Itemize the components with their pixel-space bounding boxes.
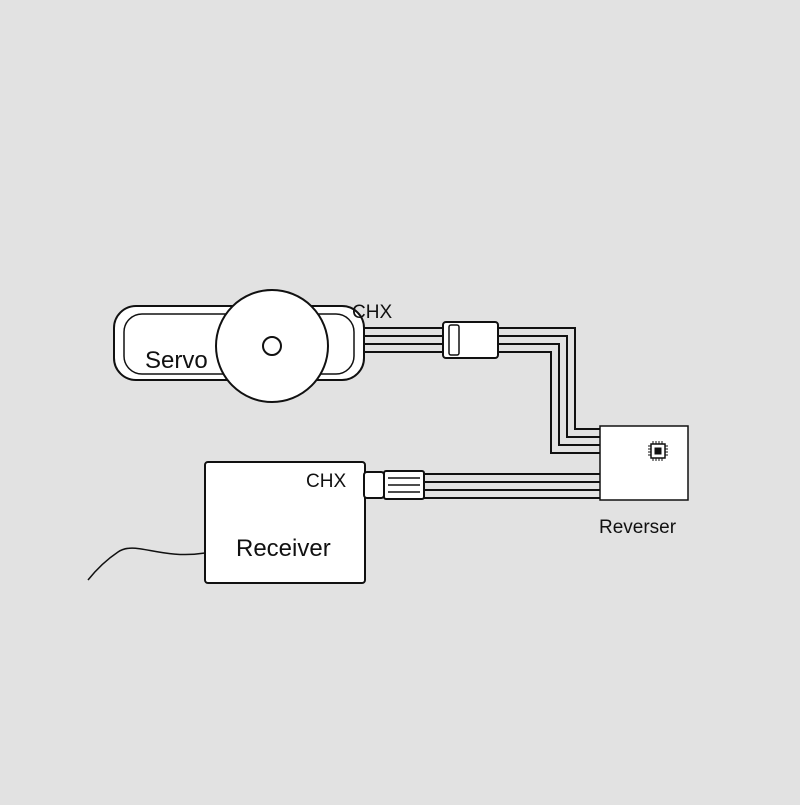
servo-horn-hub xyxy=(262,336,282,356)
servo-label: Servo xyxy=(145,347,208,374)
receiver-to-reverser-cable xyxy=(424,473,600,499)
receiver: Receiver CHX xyxy=(204,461,366,584)
chip-icon xyxy=(648,441,668,461)
receiver-channel-label: CHX xyxy=(306,471,346,492)
servo-to-reverser-cable xyxy=(354,327,600,454)
reverser-body xyxy=(599,425,689,501)
receiver-plug xyxy=(363,470,425,500)
reverser xyxy=(599,425,689,501)
reverser-label: Reverser xyxy=(599,517,677,538)
receiver-antenna xyxy=(87,547,206,581)
servo-cable-connector xyxy=(442,321,499,359)
receiver-label: Receiver xyxy=(236,535,331,562)
servo: Servo xyxy=(113,289,365,403)
servo-channel-label: CHX xyxy=(352,302,392,323)
receiver-body xyxy=(204,461,366,584)
